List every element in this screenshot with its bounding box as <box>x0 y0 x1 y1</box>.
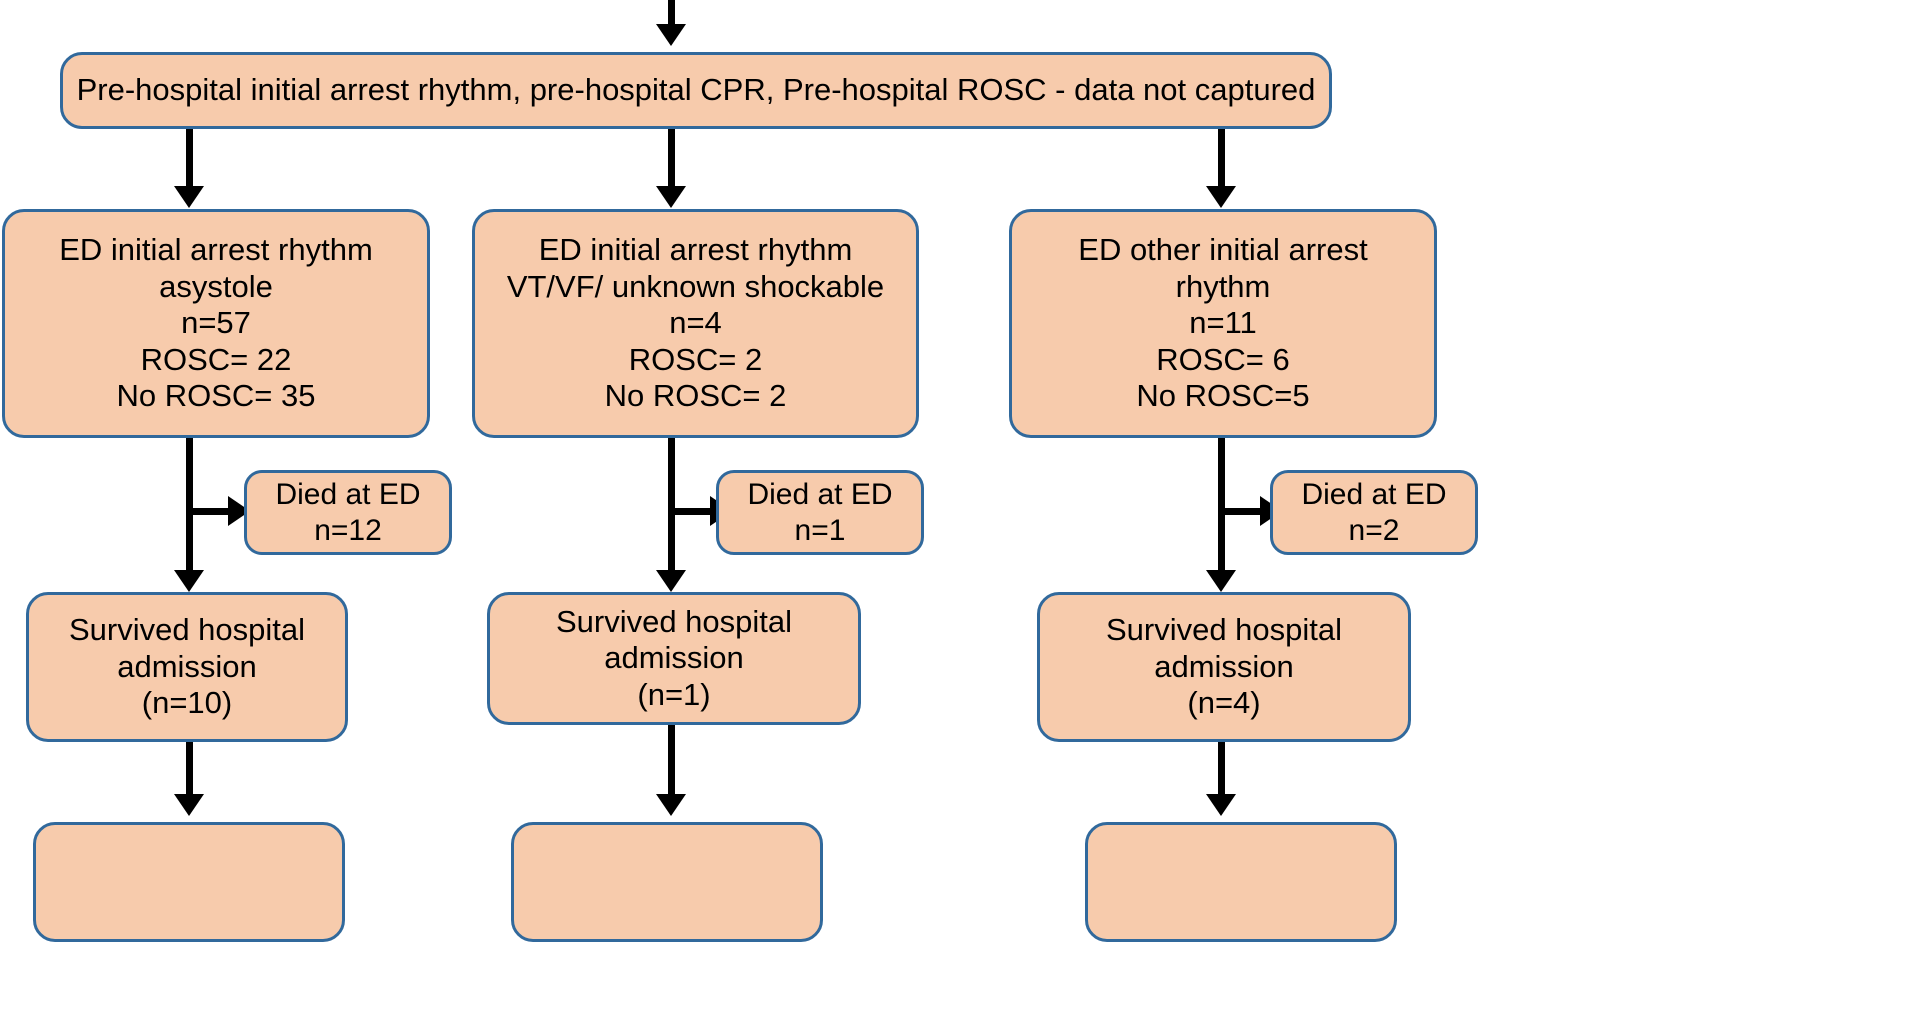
node-died-at-ed-right-line-2: n=2 <box>1348 513 1400 547</box>
node-survived-middle-line-3: (n=1) <box>637 676 711 712</box>
connector-asystole-stem <box>186 438 193 576</box>
node-bottom-right-clipped[interactable] <box>1085 822 1397 942</box>
connector-survived-right-down-line <box>1218 742 1225 800</box>
node-survived-right-line-2: admission <box>1154 648 1294 684</box>
node-ed-asystole-line-3: n=57 <box>181 305 251 341</box>
node-died-at-ed-middle-line-2: n=1 <box>794 513 846 547</box>
node-prehospital-line-1: Pre-hospital initial arrest rhythm, pre-… <box>76 72 1316 108</box>
connector-prehospital-to-asystole-line <box>186 129 193 191</box>
node-died-at-ed-left-line-1: Died at ED <box>275 478 421 512</box>
connector-prehospital-to-other-line <box>1218 129 1225 191</box>
node-survived-left[interactable]: Survived hospital admission (n=10) <box>26 592 348 742</box>
node-survived-left-line-3: (n=10) <box>141 685 233 721</box>
connector-shockable-stem-arrowhead <box>656 570 686 592</box>
node-ed-asystole-line-4: ROSC= 22 <box>140 341 292 377</box>
node-died-at-ed-right[interactable]: Died at ED n=2 <box>1270 470 1478 555</box>
connector-incoming-arrowhead <box>656 24 686 46</box>
node-survived-right[interactable]: Survived hospital admission (n=4) <box>1037 592 1411 742</box>
node-ed-other[interactable]: ED other initial arrest rhythm n=11 ROSC… <box>1009 209 1437 438</box>
connector-shockable-to-died-line <box>668 508 714 515</box>
node-ed-shockable-line-3: n=4 <box>669 305 722 341</box>
connector-shockable-stem <box>668 438 675 576</box>
node-died-at-ed-left-line-2: n=12 <box>314 513 382 547</box>
node-ed-other-line-3: n=11 <box>1189 305 1257 341</box>
node-died-at-ed-middle-line-1: Died at ED <box>747 478 893 512</box>
node-bottom-middle-clipped[interactable] <box>511 822 823 942</box>
connector-survived-left-down-arrowhead <box>174 794 204 816</box>
node-ed-shockable-line-5: No ROSC= 2 <box>604 378 787 414</box>
connector-other-stem-arrowhead <box>1206 570 1236 592</box>
node-ed-asystole-line-1: ED initial arrest rhythm <box>59 232 373 268</box>
connector-asystole-to-died-line <box>186 508 232 515</box>
connector-survived-middle-down-arrowhead <box>656 794 686 816</box>
node-ed-other-line-4: ROSC= 6 <box>1156 341 1290 377</box>
node-survived-middle[interactable]: Survived hospital admission (n=1) <box>487 592 861 725</box>
node-survived-left-line-2: admission <box>117 648 257 684</box>
connector-asystole-stem-arrowhead <box>174 570 204 592</box>
node-ed-asystole-line-5: No ROSC= 35 <box>116 378 316 414</box>
node-ed-shockable-line-2: VT/VF/ unknown shockable <box>506 268 885 304</box>
connector-incoming-line <box>668 0 675 30</box>
node-died-at-ed-right-line-1: Died at ED <box>1301 478 1447 512</box>
connector-prehospital-to-other-arrowhead <box>1206 186 1236 208</box>
connector-prehospital-to-asystole-arrowhead <box>174 186 204 208</box>
node-ed-shockable-line-1: ED initial arrest rhythm <box>538 232 853 268</box>
node-bottom-left-clipped[interactable] <box>33 822 345 942</box>
connector-survived-left-down-line <box>186 742 193 800</box>
connector-survived-middle-down-line <box>668 725 675 800</box>
node-ed-other-line-5: No ROSC=5 <box>1136 378 1310 414</box>
node-ed-shockable-line-4: ROSC= 2 <box>628 341 763 377</box>
node-died-at-ed-middle[interactable]: Died at ED n=1 <box>716 470 924 555</box>
connector-prehospital-to-shockable-line <box>668 129 675 191</box>
node-ed-other-line-2: rhythm <box>1175 268 1271 304</box>
connector-survived-right-down-arrowhead <box>1206 794 1236 816</box>
node-prehospital[interactable]: Pre-hospital initial arrest rhythm, pre-… <box>60 52 1332 129</box>
node-survived-left-line-1: Survived hospital <box>68 612 306 648</box>
node-ed-asystole[interactable]: ED initial arrest rhythm asystole n=57 R… <box>2 209 430 438</box>
node-died-at-ed-left[interactable]: Died at ED n=12 <box>244 470 452 555</box>
node-survived-right-line-3: (n=4) <box>1187 685 1261 721</box>
node-ed-other-line-1: ED other initial arrest <box>1078 232 1368 268</box>
node-survived-middle-line-2: admission <box>604 640 744 676</box>
connector-prehospital-to-shockable-arrowhead <box>656 186 686 208</box>
node-ed-shockable[interactable]: ED initial arrest rhythm VT/VF/ unknown … <box>472 209 919 438</box>
node-survived-right-line-1: Survived hospital <box>1105 612 1343 648</box>
node-ed-asystole-line-2: asystole <box>159 268 273 304</box>
connector-other-to-died-line <box>1218 508 1264 515</box>
node-survived-middle-line-1: Survived hospital <box>555 603 793 639</box>
connector-other-stem <box>1218 438 1225 576</box>
